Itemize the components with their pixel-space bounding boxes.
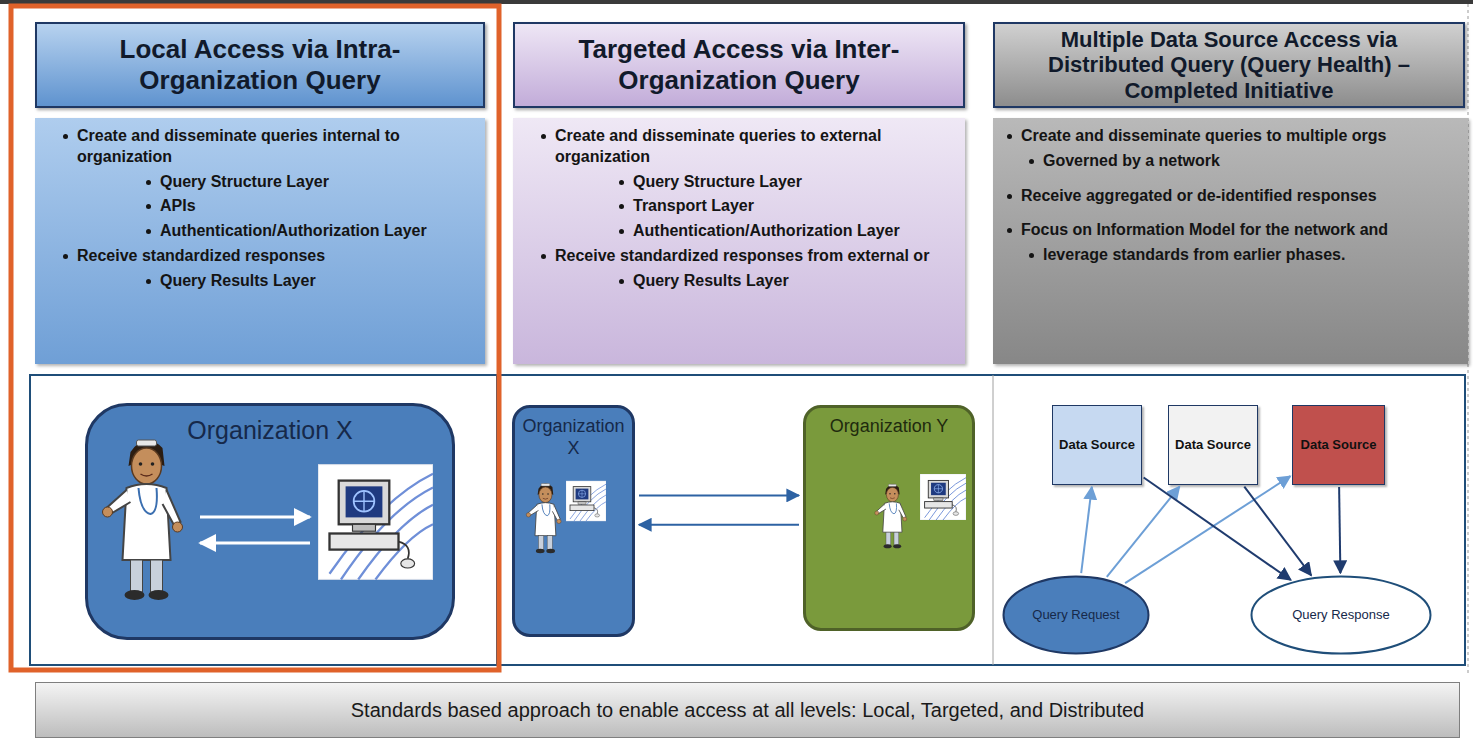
clinician-figure bbox=[526, 483, 561, 553]
bullet-text: Create and disseminate queries to extern… bbox=[555, 126, 957, 168]
bullet-panel: Create and disseminate queries internal … bbox=[35, 118, 485, 364]
organization-label: Organization X bbox=[88, 416, 452, 445]
query-label: Query Response bbox=[1292, 607, 1390, 624]
flow-arrow bbox=[1244, 487, 1311, 576]
organization-label: Organization Y bbox=[810, 416, 968, 438]
clinician-figure bbox=[875, 484, 907, 548]
data-source-label: Data Source bbox=[1175, 437, 1251, 454]
illustration-panel bbox=[30, 375, 1465, 665]
ellipse-shape bbox=[1004, 577, 1149, 654]
query-ellipse: Query Request bbox=[1002, 575, 1150, 655]
flow-arrow bbox=[1339, 487, 1340, 573]
bullet-text: Focus on Information Model for the netwo… bbox=[1021, 220, 1460, 241]
ellipse-shape bbox=[1252, 577, 1431, 654]
bullet-text: Receive aggregated or de-identified resp… bbox=[1021, 186, 1460, 207]
bullet-text: Transport Layer bbox=[633, 196, 957, 217]
bullet-panel: Create and disseminate queries to multip… bbox=[993, 118, 1468, 364]
data-source-box: Data Source bbox=[1292, 405, 1385, 485]
panel-divider bbox=[993, 375, 994, 665]
bullet-text: Query Structure Layer bbox=[633, 172, 957, 193]
computer-icon bbox=[318, 465, 433, 580]
column-header: Targeted Access via Inter-Organization Q… bbox=[513, 22, 965, 108]
data-source-label: Data Source bbox=[1059, 437, 1135, 454]
flow-arrow bbox=[1144, 477, 1291, 580]
organization-box: Organization Y bbox=[803, 405, 975, 631]
bullet-text: Query Structure Layer bbox=[160, 172, 477, 193]
flow-arrow bbox=[639, 494, 799, 496]
header-text: Multiple Data Source Access via Distribu… bbox=[1007, 27, 1451, 103]
highlight-frame bbox=[11, 6, 499, 670]
bullet-text: Receive standardized responses from exte… bbox=[555, 246, 957, 267]
column-header: Local Access via Intra-Organization Quer… bbox=[35, 22, 485, 108]
bullet-text: Receive standardized responses bbox=[77, 246, 477, 267]
flow-arrow bbox=[1081, 487, 1092, 573]
bullet-text: Query Results Layer bbox=[160, 271, 477, 292]
footer-band: Standards based approach to enable acces… bbox=[35, 682, 1460, 738]
clinician-figure bbox=[103, 440, 183, 600]
bullet-panel: Create and disseminate queries to extern… bbox=[513, 118, 965, 364]
panel-divider bbox=[496, 375, 498, 665]
header-text: Targeted Access via Inter-Organization Q… bbox=[527, 34, 951, 96]
data-source-label: Data Source bbox=[1301, 437, 1377, 454]
computer-icon bbox=[920, 474, 966, 520]
bullet-text: Create and disseminate queries internal … bbox=[77, 126, 477, 168]
organization-box: Organization X bbox=[512, 405, 635, 637]
bullet-text: Create and disseminate queries to multip… bbox=[1021, 126, 1460, 147]
organization-label: Organization X bbox=[519, 416, 628, 459]
bullet-text: Authentication/Authorization Layer bbox=[160, 221, 477, 242]
bullet-text: APIs bbox=[160, 196, 477, 217]
response-arrow bbox=[200, 542, 310, 545]
query-label: Query Request bbox=[1032, 607, 1119, 624]
header-text: Local Access via Intra-Organization Quer… bbox=[49, 34, 471, 96]
bullet-text: Governed by a network bbox=[1043, 151, 1460, 172]
query-ellipse: Query Response bbox=[1250, 575, 1432, 655]
column-header: Multiple Data Source Access via Distribu… bbox=[993, 22, 1465, 108]
flow-arrow bbox=[1125, 476, 1290, 583]
band-text: Standards based approach to enable acces… bbox=[351, 699, 1144, 722]
request-arrow bbox=[200, 516, 310, 519]
top-rule bbox=[0, 0, 1473, 4]
bullet-text: Query Results Layer bbox=[633, 271, 957, 292]
bullet-text: Authentication/Authorization Layer bbox=[633, 221, 957, 242]
bullet-text: leverage standards from earlier phases. bbox=[1043, 245, 1460, 266]
computer-icon bbox=[566, 481, 606, 521]
flow-arrow bbox=[1107, 487, 1180, 577]
data-source-box: Data Source bbox=[1168, 405, 1258, 485]
flow-arrow bbox=[639, 524, 799, 526]
data-source-box: Data Source bbox=[1052, 405, 1142, 485]
organization-box: Organization X bbox=[85, 403, 455, 640]
